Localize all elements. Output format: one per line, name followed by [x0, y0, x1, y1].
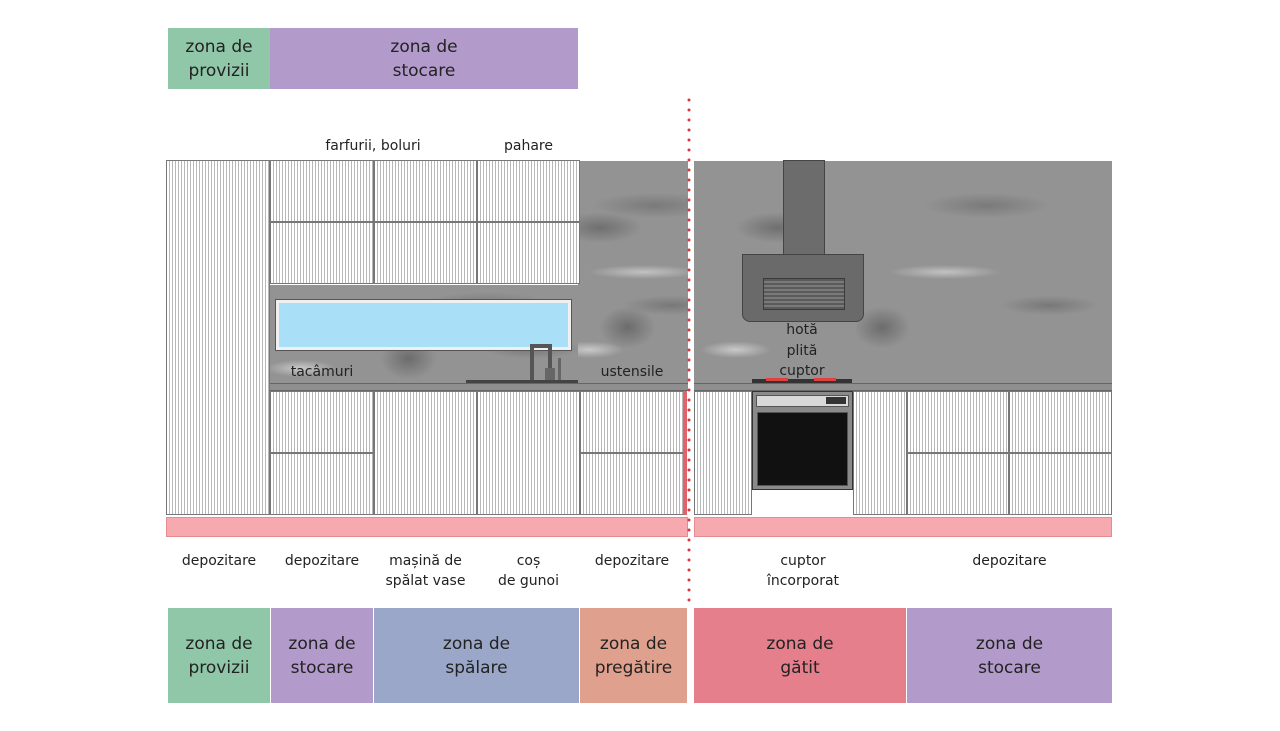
- cabinet-label-storage: depozitare: [284, 553, 360, 569]
- countertop-left: [270, 383, 688, 391]
- zone-divider-line: [687, 98, 691, 608]
- cabinet-label-built-in-oven: cuptor încorporat: [766, 553, 840, 589]
- bottom-zone-provizii: zona de provizii: [168, 608, 270, 703]
- bottom-zone-stocare-right: zona de stocare: [907, 608, 1112, 703]
- label-utensils: ustensile: [600, 364, 664, 380]
- base-cabinet: [694, 391, 752, 515]
- sink: [466, 380, 578, 384]
- plinth-right: [694, 517, 1112, 537]
- bottom-zone-gatit: zona de gătit: [694, 608, 906, 703]
- oven-control-panel: [756, 395, 849, 407]
- label-hood: hotă: [786, 322, 818, 338]
- window: [275, 299, 572, 351]
- upper-cabinet: [477, 160, 580, 222]
- hob-burner: [766, 378, 788, 381]
- pantry-tall-cabinet: [166, 160, 270, 515]
- base-cabinet: [907, 391, 1009, 453]
- cabinet-label-pantry: depozitare: [181, 553, 257, 569]
- trash-cabinet: [477, 391, 580, 515]
- base-cabinet: [1009, 391, 1112, 453]
- label-plates-bowls: farfurii, boluri: [325, 138, 421, 154]
- cabinet-label-trash: coș de gunoi: [497, 553, 560, 589]
- base-cabinet: [853, 391, 907, 515]
- label-glasses: pahare: [504, 138, 553, 154]
- base-cabinet: [580, 391, 684, 453]
- upper-cabinet: [270, 222, 374, 284]
- backsplash-left-tall: [578, 161, 688, 383]
- top-zone-provizii: zona de provizii: [168, 28, 270, 89]
- base-cabinet: [270, 391, 374, 453]
- plinth-left: [166, 517, 688, 537]
- base-cabinet: [580, 453, 684, 515]
- oven-display: [826, 397, 846, 404]
- upper-cabinet: [477, 222, 580, 284]
- oven-door: [757, 412, 848, 486]
- label-cutlery: tacâmuri: [290, 364, 354, 380]
- top-zone-stocare: zona de stocare: [270, 28, 578, 89]
- cabinet-label-right-storage: depozitare: [972, 553, 1047, 569]
- label-oven: cuptor: [779, 363, 825, 379]
- countertop-right: [694, 383, 1112, 391]
- base-cabinet: [907, 453, 1009, 515]
- label-hob: plită: [786, 343, 818, 359]
- cabinet-label-dishwasher: mașină de spălat vase: [385, 553, 466, 589]
- hob: [752, 379, 852, 383]
- upper-cabinet: [374, 222, 477, 284]
- hood-filter: [763, 278, 845, 310]
- cabinet-label-prep-storage: depozitare: [594, 553, 670, 569]
- dishwasher-front: [374, 391, 477, 515]
- bottom-zone-spalare: zona de spălare: [374, 608, 579, 703]
- upper-cabinet: [270, 160, 374, 222]
- hood-chimney: [783, 160, 825, 257]
- base-cabinet: [270, 453, 374, 515]
- bottom-zone-stocare-left: zona de stocare: [271, 608, 373, 703]
- hob-burner: [814, 378, 836, 381]
- cabinet-edge-accent: [683, 391, 687, 515]
- bottom-zone-pregatire: zona de pregătire: [580, 608, 687, 703]
- upper-cabinet: [374, 160, 477, 222]
- base-cabinet: [1009, 453, 1112, 515]
- faucet-icon: [530, 344, 561, 382]
